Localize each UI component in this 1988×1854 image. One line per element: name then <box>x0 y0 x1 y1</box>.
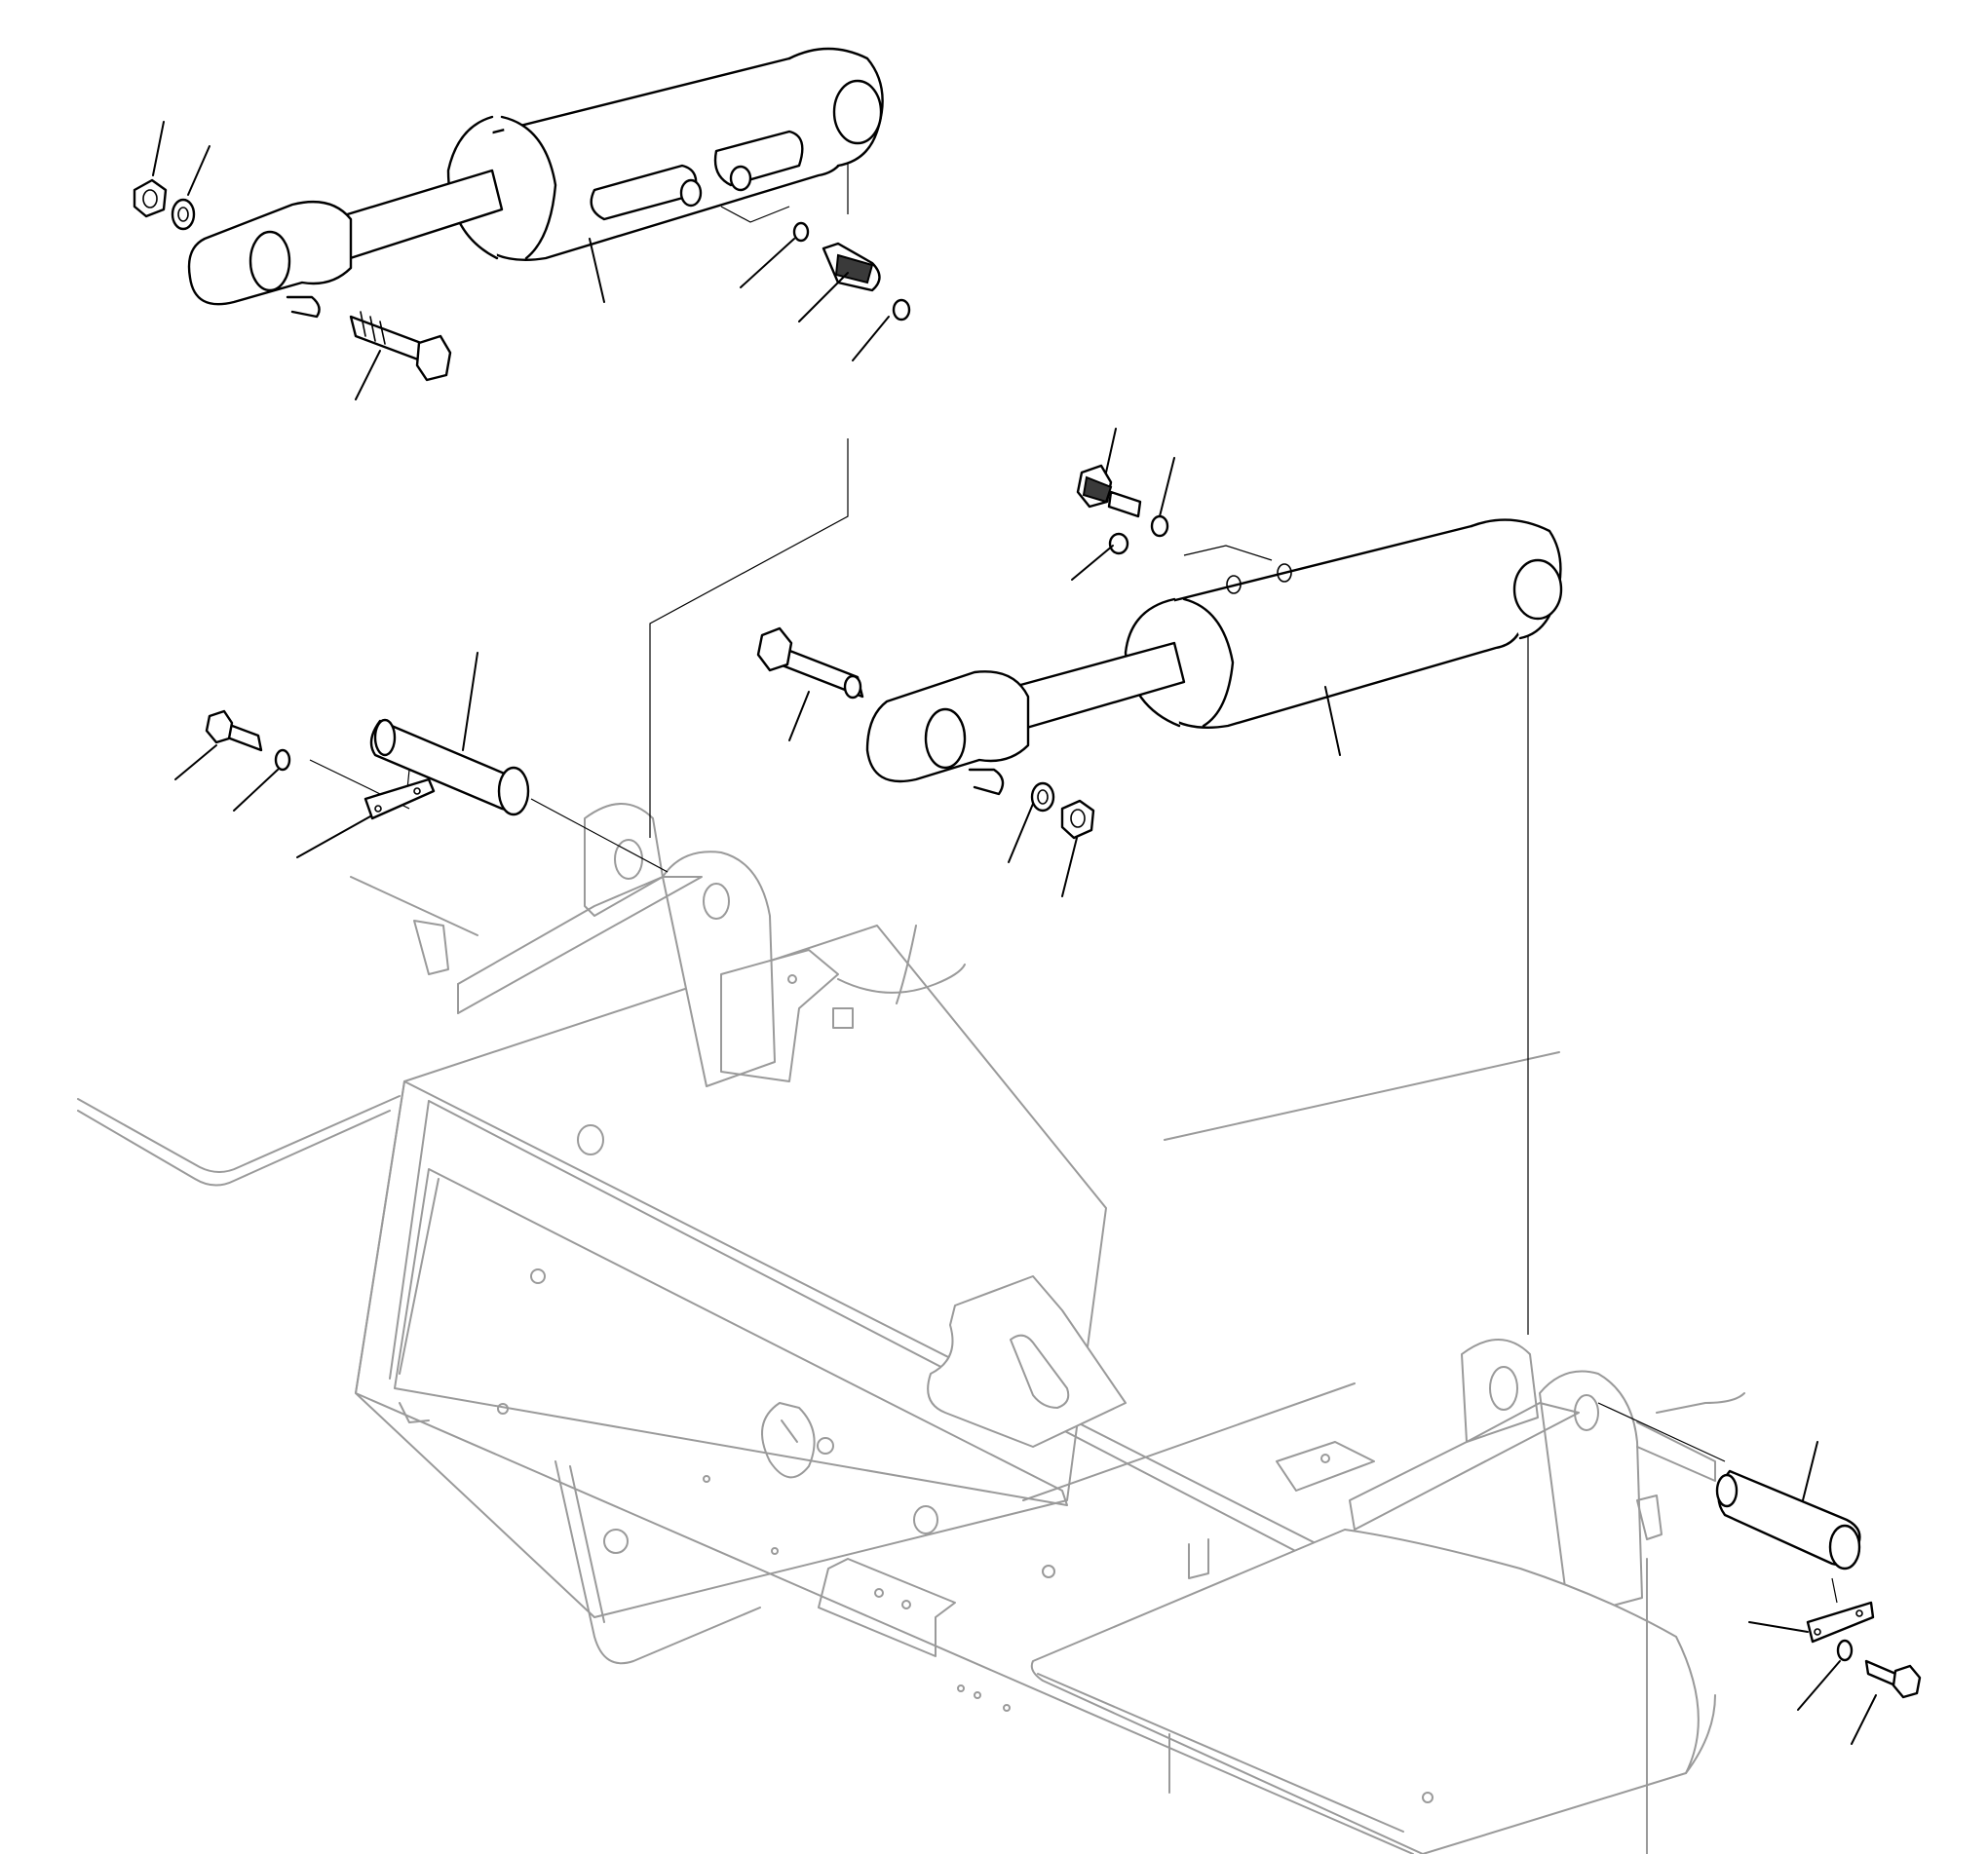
small-block <box>832 1007 854 1029</box>
small-mount <box>413 920 449 975</box>
right-pin-assembly <box>1715 1469 1922 1699</box>
lower-cylinder-fasteners <box>756 464 1169 840</box>
washer <box>274 748 291 772</box>
lower-bracket <box>818 1558 956 1657</box>
beam-hole <box>703 1475 710 1483</box>
cylinder-head-eye-hole <box>832 79 883 145</box>
callout-leader <box>1008 803 1034 863</box>
lower-hydraulic-cylinder <box>865 518 1563 796</box>
cylinder-gland <box>500 115 557 260</box>
beam-hole <box>1042 1565 1055 1578</box>
lock-plate <box>1806 1601 1875 1644</box>
o-ring <box>1108 532 1129 555</box>
callout-leader <box>187 145 210 196</box>
o-ring <box>892 298 911 322</box>
bolt-head <box>1892 1664 1922 1699</box>
beam-hole <box>603 1529 629 1554</box>
beam-bushing <box>913 1505 938 1534</box>
beam-bushing <box>577 1124 604 1155</box>
small-mount <box>1636 1495 1663 1540</box>
callout-leader <box>355 350 381 400</box>
beam-hole <box>974 1691 981 1699</box>
callout-leader <box>1071 545 1114 581</box>
beam-hole <box>771 1547 779 1555</box>
slot <box>1010 1334 1070 1409</box>
cylinder-gland <box>1182 597 1235 728</box>
cylinder-head-eye-hole <box>1512 558 1563 621</box>
bracket-plate <box>720 949 839 1082</box>
upper-fasteners <box>133 178 911 382</box>
rod-eye-hole <box>924 707 967 770</box>
beam-hole <box>817 1437 834 1455</box>
callout-leader <box>1105 428 1117 473</box>
center-plate <box>927 1275 1127 1448</box>
left-pin-assembly <box>205 709 530 820</box>
right-platform <box>1022 1051 1745 1854</box>
callout-leader <box>1797 1660 1841 1711</box>
callout-leader <box>589 238 605 303</box>
callout-leader <box>788 691 810 741</box>
o-ring <box>1150 514 1169 538</box>
beam-hole <box>530 1268 546 1284</box>
callout-leader <box>740 238 795 288</box>
washer <box>171 198 196 231</box>
callout-leader <box>233 769 279 812</box>
washer <box>1030 781 1055 813</box>
left-arm-plate <box>77 1110 391 1187</box>
callout-leader <box>798 272 849 322</box>
callout-leader <box>174 744 217 780</box>
main-beam <box>355 925 1443 1854</box>
callout-leader <box>852 316 890 361</box>
guide-lines <box>309 156 1838 1604</box>
callout-leaders <box>152 121 1877 1745</box>
washer <box>1836 1639 1854 1662</box>
piston-rod <box>329 169 504 263</box>
callout-leader <box>152 121 165 176</box>
callout-leader <box>1748 1621 1809 1633</box>
rod-eye-hole <box>248 230 291 292</box>
lock-plate <box>363 777 436 820</box>
o-ring <box>792 221 810 243</box>
access-cover <box>761 1402 816 1479</box>
beam-hole <box>957 1684 965 1692</box>
callout-leader <box>1802 1441 1818 1501</box>
hex-nut <box>133 178 168 218</box>
right-clevis-bracket <box>1276 1339 1716 1618</box>
callout-leader <box>296 815 371 858</box>
beam-hole <box>497 1403 509 1415</box>
callout-leader <box>1061 837 1078 897</box>
hex-nut <box>1060 799 1095 840</box>
left-clevis-bracket <box>413 803 966 1087</box>
callout-leader <box>1324 686 1341 756</box>
bolt-head <box>415 334 452 382</box>
callout-leader <box>1159 457 1175 517</box>
bolt-head <box>205 709 234 744</box>
upper-hydraulic-cylinder <box>187 47 884 319</box>
callout-leader <box>1851 1694 1877 1745</box>
bolt-head <box>756 626 793 672</box>
machine-frame <box>77 803 1745 1854</box>
callout-leader <box>462 652 478 751</box>
beam-hole <box>1003 1704 1011 1712</box>
